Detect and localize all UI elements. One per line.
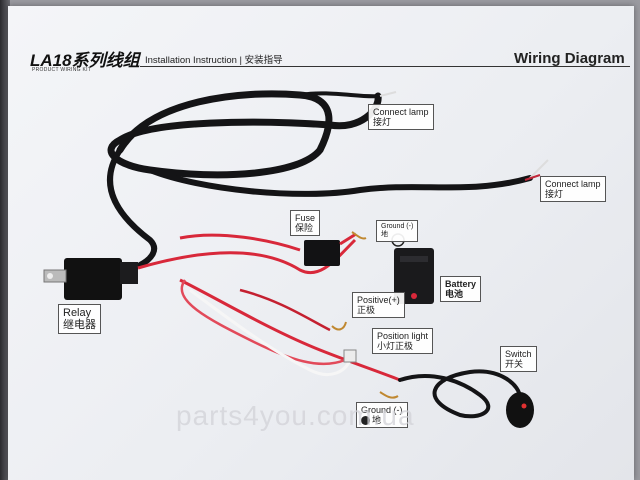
relay-body xyxy=(64,258,122,300)
header-divider xyxy=(140,66,630,67)
label-connect-lamp-2: Connect lamp 接灯 xyxy=(540,176,606,202)
label-text-zh: 保险 xyxy=(295,223,314,233)
label-text-en: Fuse xyxy=(295,213,316,223)
label-relay: Relay 继电器 xyxy=(58,304,101,334)
ground-ring-bottom xyxy=(379,391,399,399)
label-battery: Battery 电池 xyxy=(440,276,482,302)
black-harness-branch-lamp1 xyxy=(299,91,381,99)
label-text-en: Connect lamp xyxy=(545,179,601,189)
label-text-en: Position light xyxy=(377,331,429,341)
watermark: parts4you.com.ua xyxy=(176,400,415,431)
label-text-zh: 接灯 xyxy=(373,117,392,127)
label-ground-bottom: Ground (-) 地 xyxy=(356,402,408,429)
label-text-en: Relay xyxy=(63,307,92,319)
white-wire xyxy=(189,288,352,376)
red-white-loop xyxy=(180,279,346,366)
black-harness-to-relay xyxy=(107,147,158,268)
ground-symbol-icon xyxy=(361,416,370,426)
diagram-title: Wiring Diagram xyxy=(514,50,625,67)
fuse-lead xyxy=(339,232,357,246)
black-main-harness xyxy=(107,90,382,179)
label-text-en: Ground (-) xyxy=(361,405,403,415)
lamp2-red-tip xyxy=(524,174,541,181)
label-position-light: Position light 小灯正极 xyxy=(372,328,434,354)
label-text-zh: 小灯正极 xyxy=(377,341,414,351)
brand-title: LA18系列线组 xyxy=(30,51,140,70)
relay-bracket xyxy=(43,269,67,283)
label-fuse: Fuse 保险 xyxy=(290,210,321,236)
brand-subtitle: PRODUCT WIRING KIT xyxy=(32,67,92,73)
label-text-zh: 接灯 xyxy=(545,189,564,199)
ground-ring-top xyxy=(351,231,367,240)
label-ground-top: Ground (-) 地 xyxy=(376,220,419,242)
red-wire-top xyxy=(179,233,301,252)
label-text-zh: 继电器 xyxy=(63,319,96,331)
left-edge-shadow xyxy=(0,0,10,480)
switch-body xyxy=(506,392,534,428)
relay-socket xyxy=(120,262,138,284)
label-text-en: Connect lamp xyxy=(373,107,429,117)
label-text-en: Ground (-) xyxy=(381,223,414,230)
label-text-zh: 开关 xyxy=(505,359,524,369)
switch-black-wire xyxy=(398,369,522,419)
red-wire-lower xyxy=(179,278,401,382)
label-switch: Switch 开关 xyxy=(500,346,537,372)
label-positive: Positive(+) 正极 xyxy=(352,292,405,318)
instruction-heading: Installation Instruction | 安装指导 xyxy=(145,55,283,66)
red-wire-positive xyxy=(239,288,331,332)
fuse-holder xyxy=(304,240,340,266)
label-text-en: Battery xyxy=(445,279,477,289)
position-light-connector xyxy=(343,349,357,363)
label-text-zh: 地 xyxy=(361,415,403,426)
positive-ring xyxy=(331,321,347,331)
lamp1-wire-tip xyxy=(379,91,397,97)
battery-top xyxy=(400,256,428,262)
relay-bracket-hole xyxy=(47,273,53,279)
label-text-en: Positive(+) xyxy=(357,295,400,305)
label-text-zh: 地 xyxy=(381,231,388,238)
label-connect-lamp-1: Connect lamp 接灯 xyxy=(368,104,434,130)
label-text-zh-value: 地 xyxy=(372,415,382,425)
switch-led xyxy=(521,403,527,409)
black-harness-lower xyxy=(147,167,533,197)
lamp2-wire-tip xyxy=(529,159,549,179)
label-text-zh: 电池 xyxy=(445,289,464,299)
label-text-en: Switch xyxy=(505,349,532,359)
battery-positive-terminal xyxy=(411,293,417,299)
label-text-zh: 正极 xyxy=(357,305,376,315)
